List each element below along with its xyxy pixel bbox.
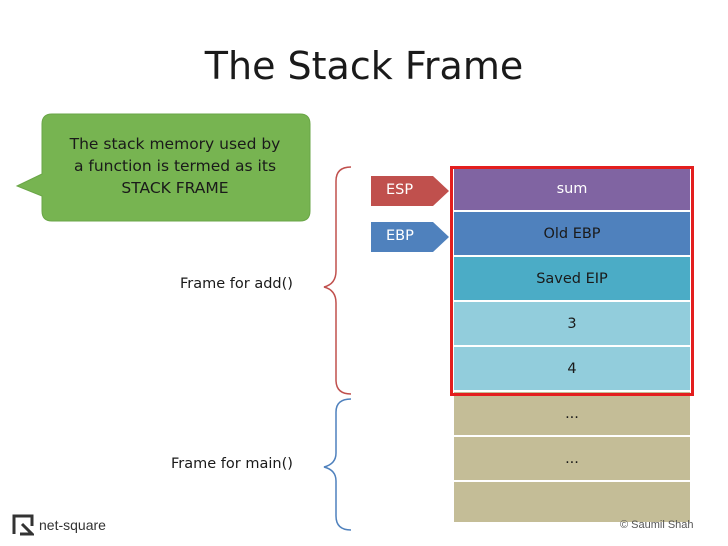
footer-brand: net-square bbox=[39, 517, 106, 533]
ebp-pointer-arrow bbox=[371, 222, 449, 252]
net-square-logo-icon bbox=[12, 514, 34, 536]
callout-line-1: The stack memory used by bbox=[69, 135, 281, 153]
add-frame-brace bbox=[323, 166, 352, 395]
add-frame-highlight-box bbox=[450, 166, 694, 396]
stack-cell-sum: sum bbox=[453, 166, 691, 211]
slide-title: The Stack Frame bbox=[204, 44, 524, 88]
footer-copyright: © Saumil Shah bbox=[620, 519, 694, 531]
stack-cell-saved-eip: Saved EIP bbox=[453, 256, 691, 301]
stack-cell-arg-3: 3 bbox=[453, 301, 691, 346]
frame-main-label: Frame for main() bbox=[171, 456, 293, 472]
esp-pointer-label: ESP bbox=[386, 182, 414, 198]
stack-cell-main-3 bbox=[453, 481, 691, 523]
stack-cell-main-2: ... bbox=[453, 436, 691, 481]
main-frame-brace bbox=[323, 398, 352, 531]
stack-column: sum Old EBP Saved EIP 3 4 ... ... bbox=[453, 166, 691, 523]
stack-cell-arg-4: 4 bbox=[453, 346, 691, 391]
ebp-pointer-label: EBP bbox=[386, 228, 414, 244]
callout-line-2: a function is termed as its bbox=[73, 157, 277, 175]
esp-pointer-arrow bbox=[371, 176, 449, 206]
stack-cell-old-ebp: Old EBP bbox=[453, 211, 691, 256]
frame-add-label: Frame for add() bbox=[180, 276, 293, 292]
stack-cell-main-1: ... bbox=[453, 391, 691, 436]
callout-line-3: STACK FRAME bbox=[121, 179, 229, 197]
callout-text: The stack memory used by a function is t… bbox=[40, 133, 310, 199]
